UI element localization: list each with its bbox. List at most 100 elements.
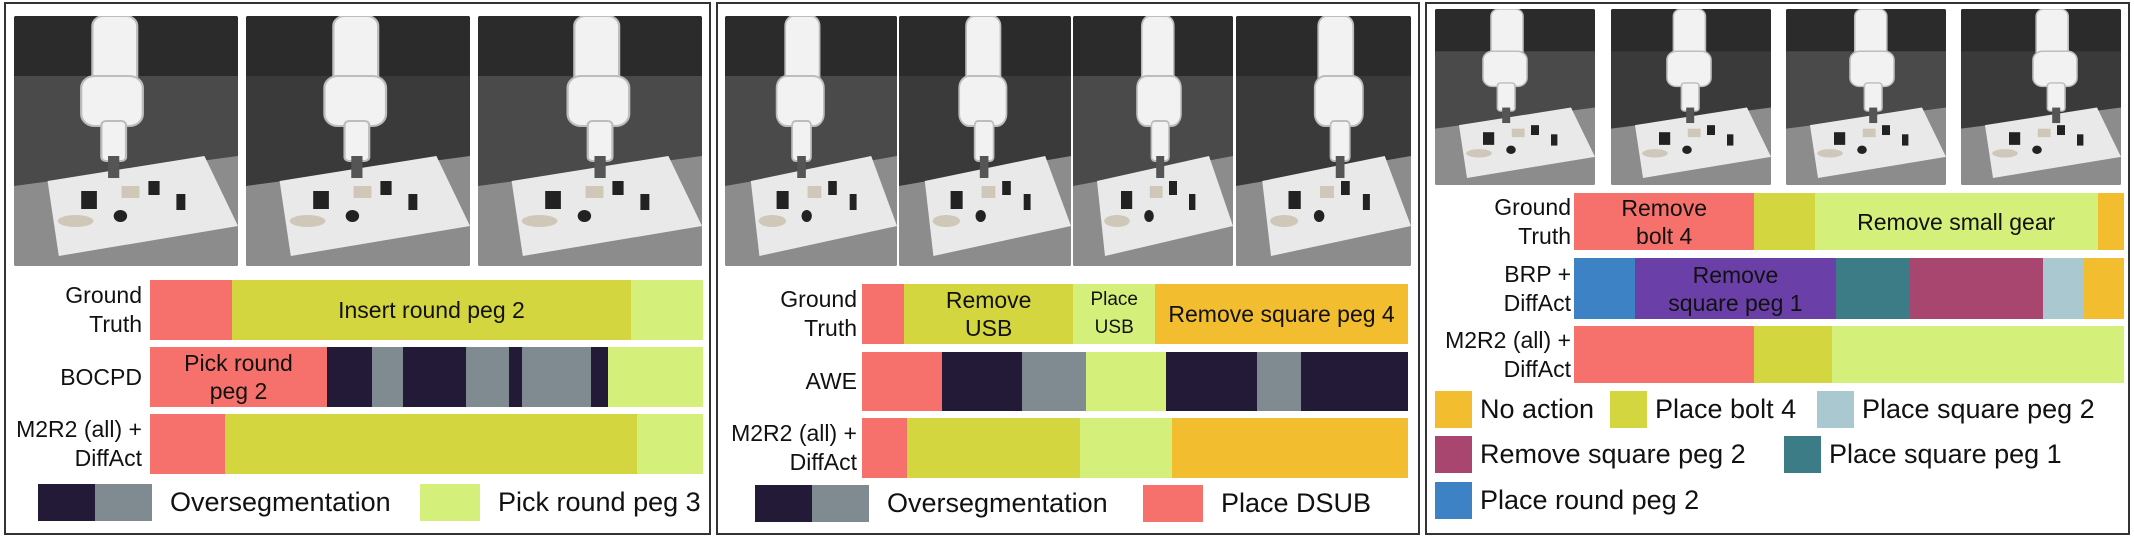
- segment: Place USB: [1073, 284, 1156, 344]
- segment: [150, 280, 232, 340]
- segment: [862, 284, 905, 344]
- legend-item: Oversegmentation: [38, 484, 391, 521]
- legend-item: Place square peg 1: [1784, 436, 2062, 473]
- segment-label: Remove square peg 1: [1668, 261, 1803, 316]
- legend-item: No action: [1435, 391, 1594, 428]
- segment: [466, 347, 509, 407]
- segment-label: Remove bolt 4: [1621, 194, 1708, 249]
- segment: [225, 414, 637, 474]
- legend-label: Remove square peg 2: [1480, 439, 1746, 469]
- segment-label: Remove USB: [945, 287, 1032, 341]
- segment: [2083, 258, 2124, 319]
- segment: Pick round peg 2: [150, 347, 327, 407]
- segment-label: Place USB: [1090, 289, 1138, 338]
- robot-frame-2: [899, 16, 1071, 266]
- segment: [372, 347, 403, 407]
- legend-label: Place DSUB: [1221, 488, 1372, 518]
- robot-frame-1: [725, 16, 897, 266]
- segment: [1021, 352, 1087, 411]
- segment: [636, 414, 703, 474]
- legend-label: Place round peg 2: [1480, 485, 1700, 515]
- segment-bar: Remove USB Place USB Remove square peg 4: [862, 284, 1408, 344]
- segment: [1832, 326, 2124, 383]
- row-label: Ground Truth: [65, 282, 142, 337]
- legend-item: Place bolt 4: [1610, 391, 1796, 428]
- segment: [590, 347, 609, 407]
- segment: [941, 352, 1022, 411]
- segment: [1754, 193, 1815, 250]
- segment: [1172, 418, 1408, 478]
- segment-label: Insert round peg 2: [338, 297, 525, 323]
- segment-bar: Remove bolt 4 Remove small gear: [1574, 193, 2124, 250]
- legend-label: Place square peg 1: [1829, 439, 2062, 469]
- legend-label: Oversegmentation: [887, 488, 1108, 518]
- segment: [2097, 193, 2124, 250]
- segment: [1086, 352, 1167, 411]
- segment: [1836, 258, 1911, 319]
- robot-frame-4: [1961, 9, 2121, 185]
- segment-bar: Remove square peg 1: [1574, 258, 2124, 319]
- segment-bar: Insert round peg 2: [150, 280, 703, 340]
- segment: Remove square peg 1: [1634, 258, 1837, 319]
- segment: Remove small gear: [1814, 193, 2098, 250]
- row-label: M2R2 (all) + DiffAct: [16, 416, 142, 471]
- row-label: M2R2 (all) + DiffAct: [731, 420, 857, 475]
- row-label: Ground Truth: [780, 286, 857, 341]
- segment: [1574, 326, 1755, 383]
- legend-swatch: [755, 485, 812, 522]
- legend-swatch: [1610, 391, 1647, 428]
- legend-item: Oversegmentation: [755, 485, 1108, 522]
- legend-label: Pick round peg 3: [498, 487, 701, 517]
- row-label: AWE: [805, 368, 857, 394]
- segment: [906, 418, 1081, 478]
- segment: [631, 280, 703, 340]
- segment: [326, 347, 373, 407]
- legend-swatch: [1143, 485, 1203, 522]
- legend-swatch: [420, 484, 480, 521]
- robot-frame-3: [1786, 9, 1946, 185]
- row-label: M2R2 (all) + DiffAct: [1445, 326, 1571, 382]
- segment-label: Pick round peg 2: [184, 350, 293, 404]
- segment-bar: [862, 418, 1408, 478]
- legend-item: Remove square peg 2: [1435, 436, 1746, 473]
- robot-frame-3: [478, 16, 702, 266]
- segment: [150, 414, 226, 474]
- segment: [1166, 352, 1257, 411]
- legend-swatch: [38, 484, 95, 521]
- robot-frame-3: [1073, 16, 1233, 266]
- legend-swatch: [1784, 436, 1821, 473]
- segment: [608, 347, 703, 407]
- robot-frame-2: [246, 16, 470, 266]
- legend-swatch: [1435, 391, 1472, 428]
- robot-frame-4: [1236, 16, 1411, 266]
- legend-swatch: [95, 484, 152, 521]
- segment: [1080, 418, 1173, 478]
- segment-bar: [1574, 326, 2124, 383]
- legend-label: No action: [1480, 394, 1595, 424]
- segment: [862, 352, 942, 411]
- row-label: Ground Truth: [1494, 193, 1571, 249]
- segment-label: Remove square peg 4: [1168, 301, 1395, 327]
- legend-item: Place round peg 2: [1435, 482, 1699, 519]
- row-label: BOCPD: [60, 363, 142, 390]
- segment-bar: [862, 352, 1408, 411]
- legend-swatch: [1435, 436, 1472, 473]
- legend-item: Pick round peg 3: [420, 484, 701, 521]
- segment: [1301, 352, 1408, 411]
- legend-item: Place DSUB: [1143, 485, 1371, 522]
- segment: Remove bolt 4: [1574, 193, 1755, 250]
- legend-label: Oversegmentation: [170, 487, 391, 517]
- segment: Remove USB: [904, 284, 1074, 344]
- segment: [508, 347, 523, 407]
- segment: [2043, 258, 2084, 319]
- segment: [1910, 258, 2044, 319]
- segment: [862, 418, 907, 478]
- segment: [1256, 352, 1302, 411]
- robot-frame-1: [1435, 9, 1595, 185]
- row-label: BRP + DiffAct: [1503, 260, 1571, 316]
- legend-swatch: [1817, 391, 1854, 428]
- robot-frame-1: [14, 16, 238, 266]
- robot-frame-2: [1611, 9, 1771, 185]
- segment: [1754, 326, 1833, 383]
- segment-bar: Pick round peg 2: [150, 347, 703, 407]
